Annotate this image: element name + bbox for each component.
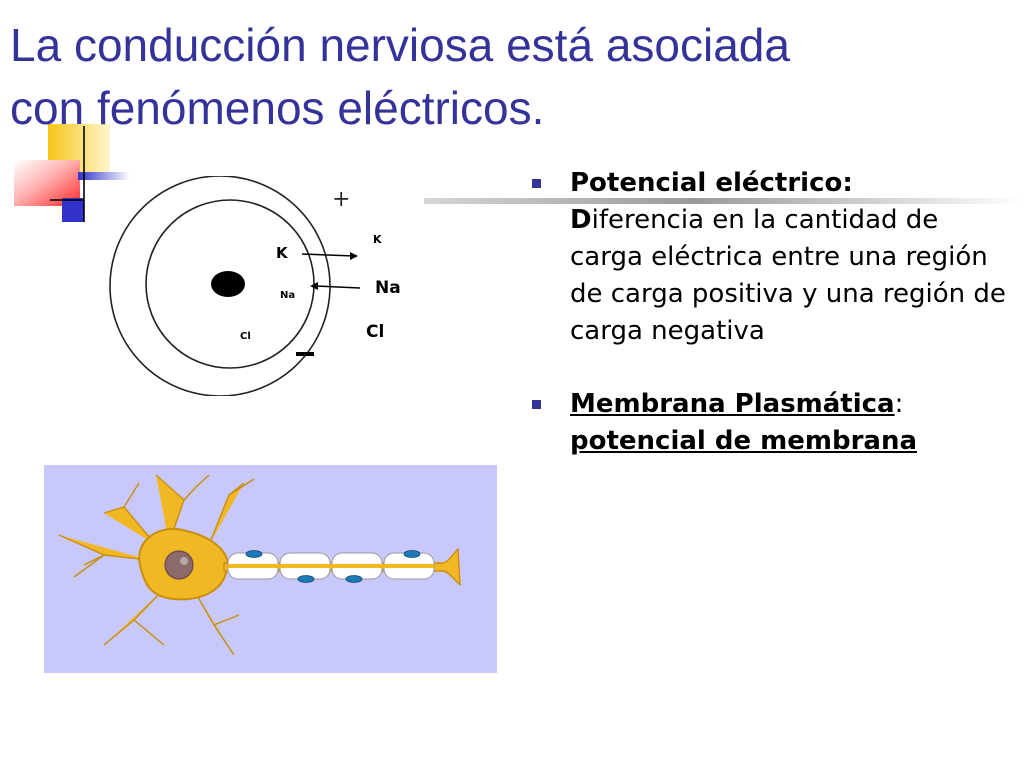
bullet-square-icon [532,179,541,188]
page-title: La conducción nerviosa está asociada con… [10,14,1010,140]
k-outer-label: K [373,233,382,246]
minus-sign [296,352,314,356]
bullet-square-icon [532,400,541,409]
bullet-subtext: potencial de membrana [570,426,918,456]
na-inner-label: Na [280,290,295,301]
definition-initial: D [570,205,592,235]
dendrite-lower [103,588,165,646]
bullet-term: Membrana Plasmática [570,389,895,419]
membrane-charge-diagram: + K K Na Na Cl Cl [109,176,401,396]
cell-nucleus [164,550,194,580]
cl-outer-label: Cl [366,322,384,342]
deco-blue-bar [78,172,130,180]
divider-line [424,198,1024,204]
definition-text: iferencia en la cantidad de carga eléctr… [570,205,1006,346]
bullet-membrana-plasmatica: Membrana Plasmática: potencial de membra… [532,386,1012,460]
bullet-list: Potencial eléctrico: Diferencia en la ca… [532,165,1012,460]
neuron-illustration [44,465,497,673]
corner-decoration [14,124,130,222]
na-inward-arrow [310,282,361,290]
plus-sign: + [332,187,350,212]
dendrite-left [58,534,150,578]
bullet-colon: : [894,389,904,419]
deco-blue-block [62,198,84,222]
title-line-2: con fenómenos eléctricos. [10,82,545,134]
bullet-potencial-electrico: Potencial eléctrico: Diferencia en la ca… [532,165,1012,350]
dendrite-left-upper [103,482,157,546]
na-outer-label: Na [375,278,401,298]
k-outward-arrow [301,252,358,260]
k-inner-label: K [276,244,289,262]
bullet-term: Potencial eléctrico: [570,168,853,198]
nucleus [211,271,245,297]
cl-inner-label: Cl [240,331,251,342]
dendrite-right-upper [208,478,255,546]
title-line-1: La conducción nerviosa está asociada [10,19,790,71]
dendrite-lower-right [193,589,240,656]
